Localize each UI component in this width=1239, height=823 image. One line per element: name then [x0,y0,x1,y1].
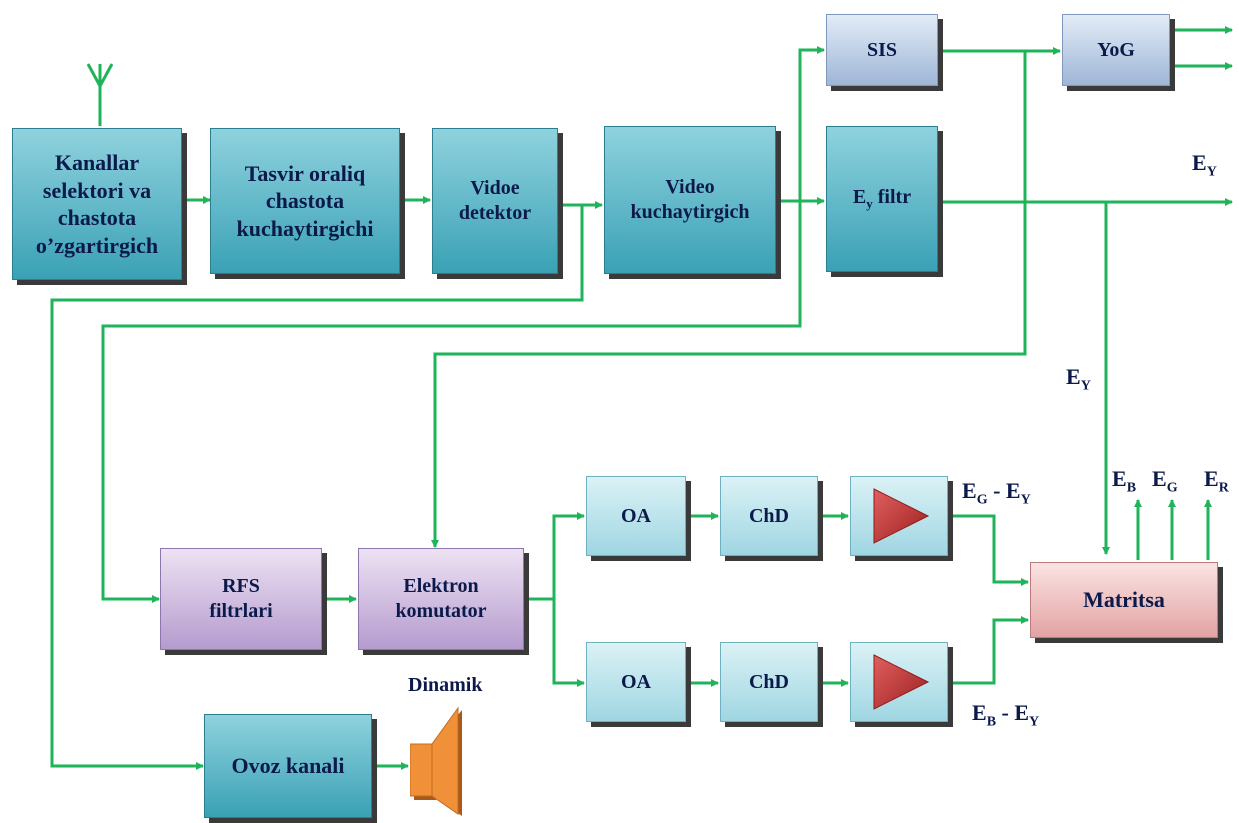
block-oa-top-label: OA [621,504,651,527]
block-chd-top-label: ChD [748,504,789,527]
block-kanallar-selektori: Kanallar selektori va chastota o’zgartir… [12,128,182,280]
wire-detektor-ovoz [50,205,584,770]
block-sis-label: SIS [866,38,898,61]
label-eg-minus-ey: EG - EY [962,478,1031,508]
block-ey-filtr: Ey filtr [826,126,938,272]
block-oa-top: OA [586,476,686,556]
block-video-kuchaytirgich: Video kuchaytirgich [604,126,776,274]
wire-amp-matritsa-top [948,514,1029,586]
amplifier-triangle-icon [873,488,930,544]
block-tasvir-kuchaytirgichi: Tasvir oraliq chastota kuchaytirgichi [210,128,400,274]
block-matritsa: Matritsa [1030,562,1218,638]
label-ey-right: EY [1192,150,1217,180]
block-ovoz-label: Ovoz kanali [231,753,345,779]
block-kanallar-label: Kanallar selektori va chastota o’zgartir… [35,150,159,258]
block-elektron-komutator: Elektron komutator [358,548,524,650]
block-ovoz-kanali: Ovoz kanali [204,714,372,818]
block-rfs-label: RFS filtrlari [209,575,273,622]
amplifier-triangle-icon [873,654,930,710]
block-ey-filtr-label: Ey filtr [852,186,912,212]
block-yog: YoG [1062,14,1170,86]
label-er: ER [1204,466,1229,496]
block-vidoe-detektor: Vidoe detektor [432,128,558,274]
block-chd-bottom: ChD [720,642,818,722]
wire-komutator-oa-top [524,512,585,601]
wire-video-rfs [101,201,802,603]
block-chd-top: ChD [720,476,818,556]
block-amp-bottom [850,642,948,722]
block-video-kuchaytirgich-label: Video kuchaytirgich [630,176,750,223]
label-eg: EG [1152,466,1178,496]
block-rfs-filtrlari: RFS filtrlari [160,548,322,650]
wire-video-sis [798,46,825,201]
block-yog-label: YoG [1097,38,1135,61]
wire-amp-matritsa-bottom [948,616,1029,685]
block-elektron-label: Elektron komutator [395,575,487,622]
label-ey-mid: EY [1066,364,1091,394]
block-tasvir-label: Tasvir oraliq chastota kuchaytirgichi [236,160,374,241]
speaker-icon [410,706,462,816]
block-sis: SIS [826,14,938,86]
wire-komutator-oa-bottom [552,599,585,687]
antenna-icon [86,63,114,126]
block-amp-top [850,476,948,556]
block-matritsa-label: Matritsa [1083,587,1165,613]
label-dinamik: Dinamik [408,674,483,696]
label-eb-minus-ey: EB - EY [972,700,1040,730]
block-chd-bottom-label: ChD [748,670,789,693]
block-oa-bottom-label: OA [621,670,651,693]
block-oa-bottom: OA [586,642,686,722]
label-eb: EB [1112,466,1137,496]
block-vidoe-detektor-label: Vidoe detektor [458,177,532,224]
